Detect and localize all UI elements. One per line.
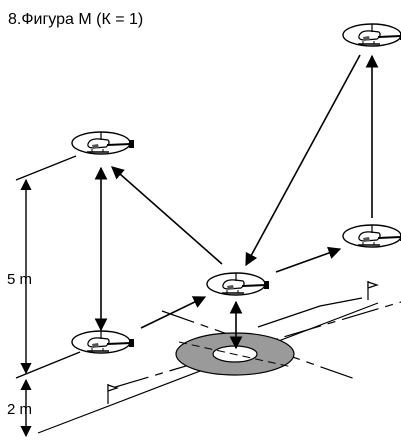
flag-icon — [367, 281, 379, 300]
distance-label: 2 m — [7, 401, 32, 418]
flag-icon — [107, 384, 119, 404]
helicopter-icon — [342, 23, 401, 47]
flight-path — [94, 54, 379, 350]
figure-title: 8.Фигура М (К = 1) — [8, 11, 144, 28]
height-dimension — [15, 155, 81, 379]
helicopter-icon — [342, 224, 401, 248]
landing-pad — [175, 332, 295, 376]
helicopter-icon — [71, 330, 135, 354]
height-label: 5 m — [7, 271, 32, 288]
helicopter-icon — [71, 131, 135, 155]
helicopter-icon — [206, 272, 270, 296]
